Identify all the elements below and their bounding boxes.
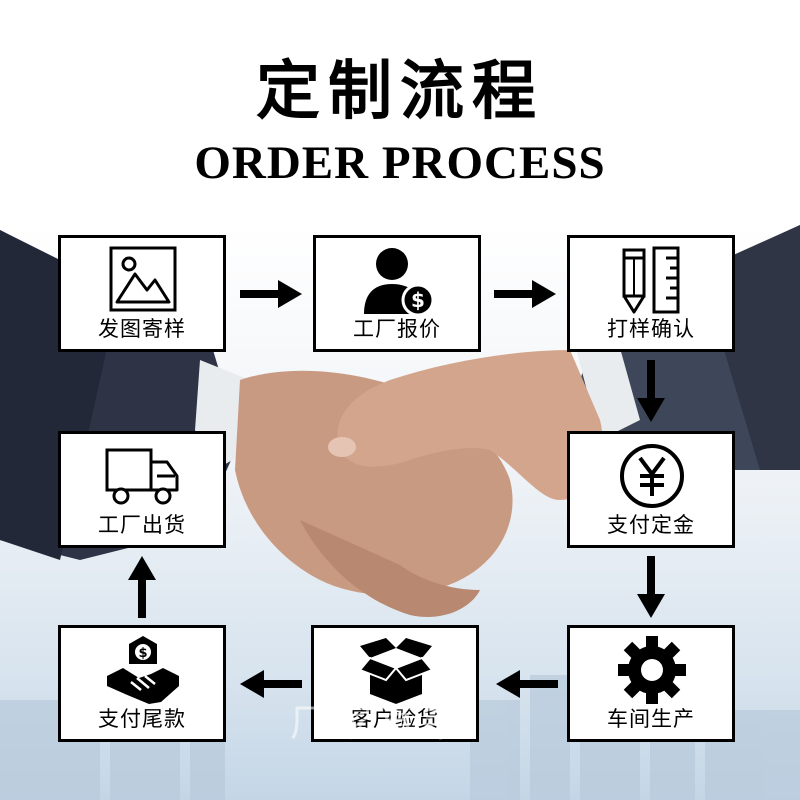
step-label: 发图寄样 bbox=[98, 317, 186, 341]
gear-icon bbox=[618, 636, 686, 704]
step-workshop-production: 车间生产 bbox=[567, 625, 735, 742]
step-label: 客户验货 bbox=[351, 707, 439, 731]
arrow-down-1 bbox=[637, 360, 665, 422]
step-label: 工厂报价 bbox=[353, 317, 441, 341]
step-label: 支付定金 bbox=[607, 513, 695, 537]
step-pay-deposit: 支付定金 bbox=[567, 431, 735, 548]
user-dollar-icon: $ bbox=[364, 248, 435, 316]
step-customer-inspect: 客户验货 bbox=[311, 625, 479, 742]
step-factory-quote: $ 工厂报价 bbox=[313, 235, 481, 352]
watermark: 厂家直销 bbox=[290, 701, 467, 745]
step-label: 车间生产 bbox=[607, 707, 695, 731]
arrow-left-2 bbox=[240, 670, 302, 698]
arrow-left-1 bbox=[496, 670, 558, 698]
svg-text:$: $ bbox=[138, 646, 147, 661]
image-icon bbox=[109, 246, 177, 312]
open-box-icon bbox=[358, 638, 434, 704]
svg-text:$: $ bbox=[411, 288, 425, 312]
pencil-ruler-icon bbox=[622, 246, 680, 314]
step-label: 打样确认 bbox=[607, 317, 695, 341]
yen-coin-icon bbox=[620, 444, 684, 508]
arrow-right-1 bbox=[240, 280, 302, 308]
delivery-truck-icon bbox=[105, 448, 179, 505]
page-title: 定制流程 bbox=[256, 55, 544, 129]
step-pay-balance: $ 支付尾款 bbox=[58, 625, 226, 742]
arrow-down-2 bbox=[637, 556, 665, 618]
arrow-up-1 bbox=[128, 556, 156, 618]
arrow-right-2 bbox=[494, 280, 556, 308]
step-label: 工厂出货 bbox=[98, 513, 186, 537]
step-send-sample: 发图寄样 bbox=[58, 235, 226, 352]
step-factory-ship: 工厂出货 bbox=[58, 431, 226, 548]
step-label: 支付尾款 bbox=[98, 707, 186, 731]
page-subtitle: ORDER PROCESS bbox=[194, 137, 606, 189]
money-handshake-icon: $ bbox=[107, 636, 179, 704]
step-sample-confirm: 打样确认 bbox=[567, 235, 735, 352]
